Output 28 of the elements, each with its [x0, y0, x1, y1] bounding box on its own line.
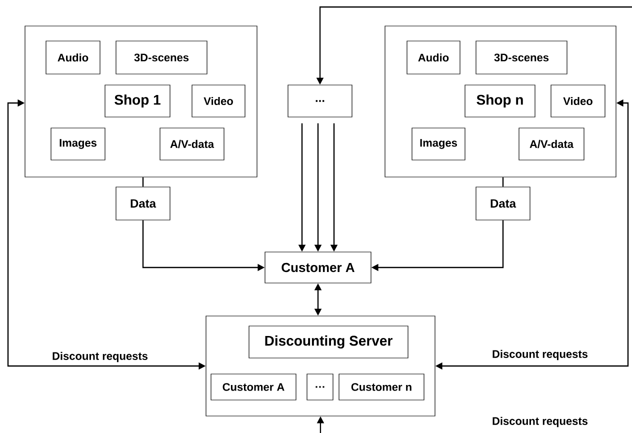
content-box: A/V-data: [160, 128, 224, 160]
connector-line: [502, 177, 504, 187]
content-box: Video: [550, 84, 606, 118]
data-box: Data: [116, 186, 170, 220]
content-box: 3D-scenes: [476, 40, 568, 74]
content-box: Images: [50, 128, 106, 160]
shop-panel: [384, 26, 616, 178]
content-box: 3D-scenes: [116, 40, 208, 74]
customer-box: Customer n: [338, 374, 424, 400]
data-box: Data: [476, 186, 530, 220]
content-box: A/V-data: [518, 128, 584, 160]
edge-label: Discount requests: [51, 350, 149, 364]
ellipsis-box: ...: [288, 84, 352, 118]
shop-box: Shop 1: [104, 84, 170, 118]
content-box: Audio: [46, 40, 100, 74]
shop-panel: [24, 26, 258, 178]
shop-box: Shop n: [464, 84, 536, 118]
ellipsis-box: …: [306, 374, 334, 400]
server-box: Discounting Server: [248, 326, 408, 358]
customer-box: Customer A: [264, 252, 372, 284]
customer-box: Customer A: [210, 374, 296, 400]
content-box: Video: [192, 84, 246, 118]
edge-label: Discount requests: [491, 348, 589, 362]
connector-line: [142, 177, 144, 187]
content-box: Images: [412, 128, 466, 160]
content-box: Audio: [406, 40, 460, 74]
note-label: Discount requests: [492, 416, 588, 428]
server-panel: [206, 316, 436, 416]
